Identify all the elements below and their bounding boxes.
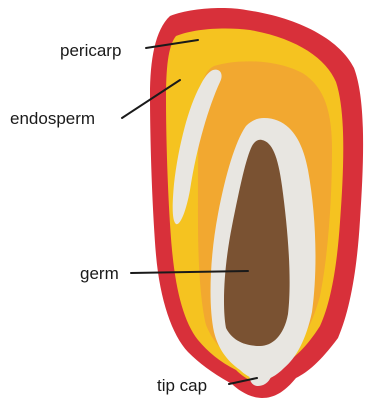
endosperm-label: endosperm	[10, 109, 95, 128]
tip-cap-label: tip cap	[157, 376, 207, 395]
pericarp-label: pericarp	[60, 41, 121, 60]
germ-label: germ	[80, 264, 119, 283]
